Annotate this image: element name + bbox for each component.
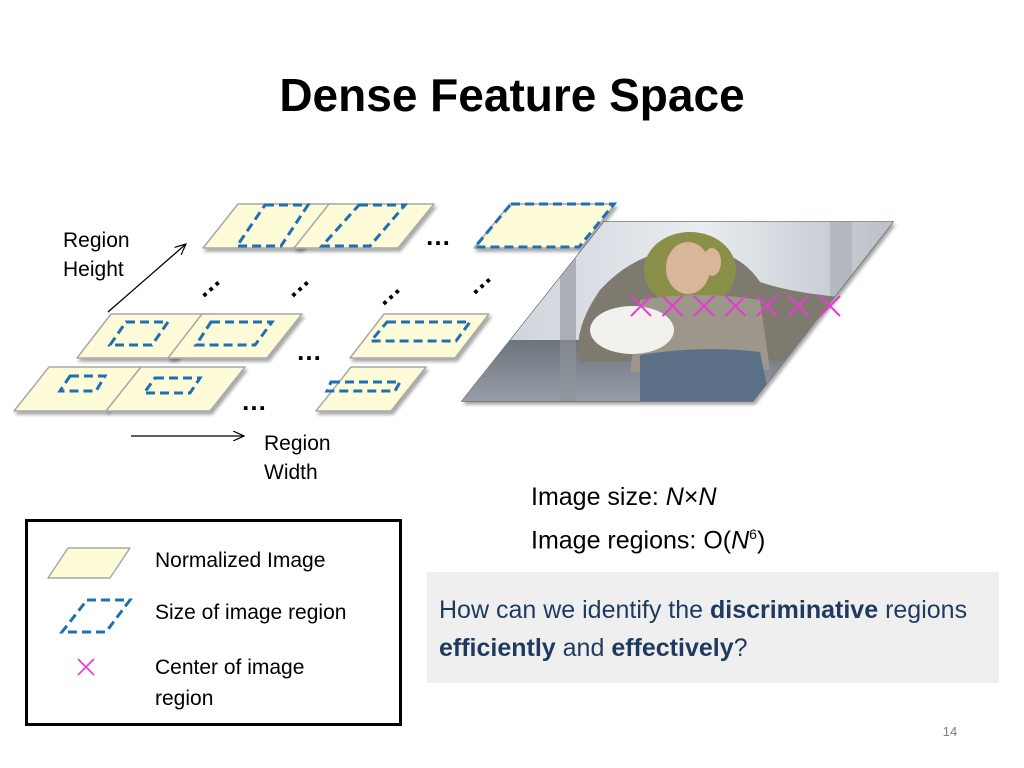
image-region-tile-6: [367, 320, 473, 343]
image-info: Image size: N×N Image regions: O(N6): [531, 479, 765, 559]
ellipsis-top: …: [425, 221, 451, 251]
ellipsis-mid: …: [296, 336, 322, 366]
ellipsis-diag-1: …: [187, 264, 226, 304]
ellipsis-diag-4: …: [458, 261, 497, 301]
image-region-tile-2: [318, 203, 409, 248]
slide-title: Dense Feature Space: [279, 69, 745, 121]
legend-normalized-image-icon: [47, 547, 131, 579]
legend: Normalized Image Size of image region Ce…: [25, 519, 402, 726]
image-region-tile-3: [471, 202, 618, 249]
question-box: How can we identify the discriminative r…: [427, 572, 999, 683]
legend-center-icon: [77, 658, 95, 676]
image-regions-line: Image regions: O(N6): [531, 526, 766, 555]
ellipsis-diag-3: …: [367, 272, 406, 312]
center-marker-2: [661, 295, 684, 317]
legend-symbols: [47, 547, 133, 676]
normalized-image-tile-5: [167, 313, 303, 359]
legend-normalized-image-label: Normalized Image: [155, 549, 326, 572]
sample-photo: [460, 221, 895, 402]
normalized-image-tile-9: [315, 366, 427, 412]
center-marker-1: [630, 295, 652, 317]
center-marker-3: [693, 295, 715, 317]
image-size-line: Image size: N×N: [531, 483, 717, 511]
image-region-tile-1: [234, 203, 311, 248]
normalized-image-grid: [13, 203, 616, 412]
center-marker-5: [756, 295, 778, 317]
image-region-outlines: [57, 202, 618, 395]
image-region-tile-5: [193, 320, 275, 347]
image-region-tile-8: [141, 376, 203, 395]
region-width-label: Region Width: [264, 432, 331, 484]
ellipsis-diag-2: …: [276, 264, 315, 304]
legend-region-size-icon: [58, 598, 133, 634]
region-height-arrow: [107, 244, 186, 313]
legend-region-size-label: Size of image region: [155, 601, 347, 624]
normalized-image-tile-8: [105, 366, 246, 412]
center-marker-4: [724, 295, 747, 317]
image-region-tile-4: [107, 320, 171, 347]
page-number: 14: [942, 724, 958, 739]
legend-center-label: Center of image region: [155, 656, 305, 710]
image-region-tile-9: [324, 380, 403, 393]
region-height-label: Region Height: [63, 229, 130, 281]
ellipsis-bottom: …: [241, 386, 267, 416]
center-marker-6: [787, 295, 810, 317]
normalized-image-tile-3: [473, 203, 616, 249]
center-marker-7: [819, 295, 841, 317]
region-center-markers: [630, 295, 841, 317]
